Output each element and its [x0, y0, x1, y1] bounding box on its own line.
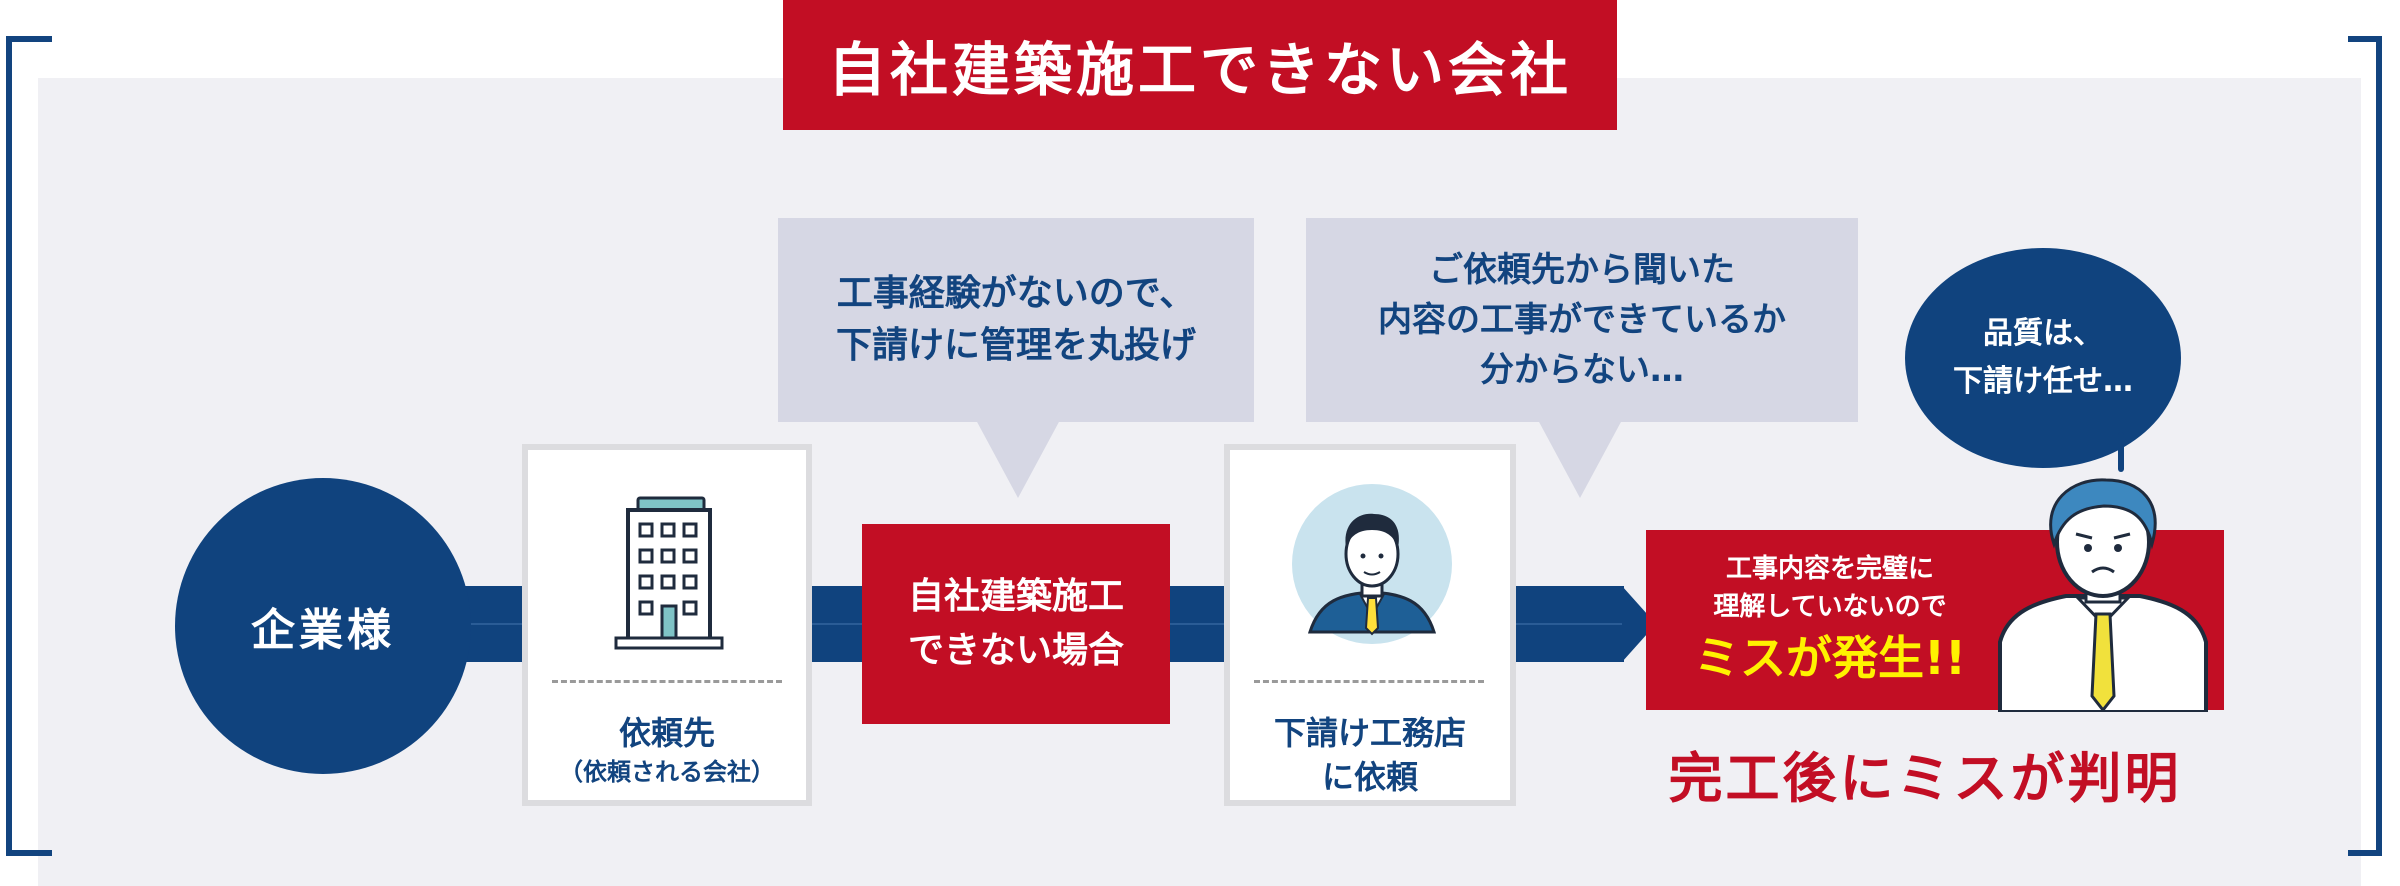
thought-bubble-tail: [2118, 432, 2124, 472]
speech-bubble-middle: ご依頼先から聞いた 内容の工事ができているか 分からない…: [1306, 218, 1858, 422]
speech-bubble-left-tail: [976, 420, 1060, 498]
subcontractor-label-line2: に依頼: [1321, 758, 1418, 796]
bubble-middle-line3: 分からない…: [1480, 350, 1684, 390]
situation-line2: できない場合: [907, 630, 1124, 671]
result-line1: 工事内容を完璧に: [1725, 554, 1934, 584]
conclusion-text: 完工後にミスが判明: [1668, 747, 2182, 810]
worried-man-icon: [1998, 478, 2208, 712]
subcontractor-card: 下請け工務店 に依頼: [1224, 444, 1516, 806]
header-title: 自社建築施工できない会社: [783, 0, 1617, 130]
result-line2: 理解していないので: [1713, 592, 1947, 622]
right-bracket: [2348, 36, 2382, 856]
card-divider: [552, 680, 782, 683]
requester-sublabel: （依頼される会社）: [559, 758, 775, 786]
situation-line1: 自社建築施工: [907, 576, 1124, 617]
bubble-left-line2: 下請けに管理を丸投げ: [835, 325, 1196, 366]
card-divider: [1254, 680, 1484, 683]
requester-label: 依頼先: [618, 714, 715, 752]
businessman-avatar-icon: [1292, 484, 1452, 644]
thought-bubble: 品質は、 下請け任せ…: [1905, 248, 2181, 468]
arrow-right-icon: [1622, 586, 1656, 662]
client-circle: 企業様: [175, 478, 471, 774]
bubble-middle-line2: 内容の工事ができているか: [1378, 300, 1786, 340]
result-highlight: ミスが発生!!: [1694, 631, 1966, 685]
bubble-middle-line1: ご依頼先から聞いた: [1429, 250, 1735, 290]
left-bracket: [6, 36, 52, 856]
situation-box: 自社建築施工 できない場合: [862, 524, 1170, 724]
speech-bubble-middle-tail: [1538, 420, 1622, 498]
speech-bubble-left: 工事経験がないので、 下請けに管理を丸投げ: [778, 218, 1254, 422]
thought-line1: 品質は、: [1983, 316, 2103, 351]
subcontractor-label-line1: 下請け工務店: [1273, 714, 1466, 752]
building-icon: [614, 496, 724, 650]
thought-line2: 下請け任せ…: [1953, 364, 2133, 399]
diagram-panel: [38, 78, 2361, 886]
requester-card: 依頼先 （依頼される会社）: [522, 444, 812, 806]
bubble-left-line1: 工事経験がないので、: [836, 273, 1196, 314]
